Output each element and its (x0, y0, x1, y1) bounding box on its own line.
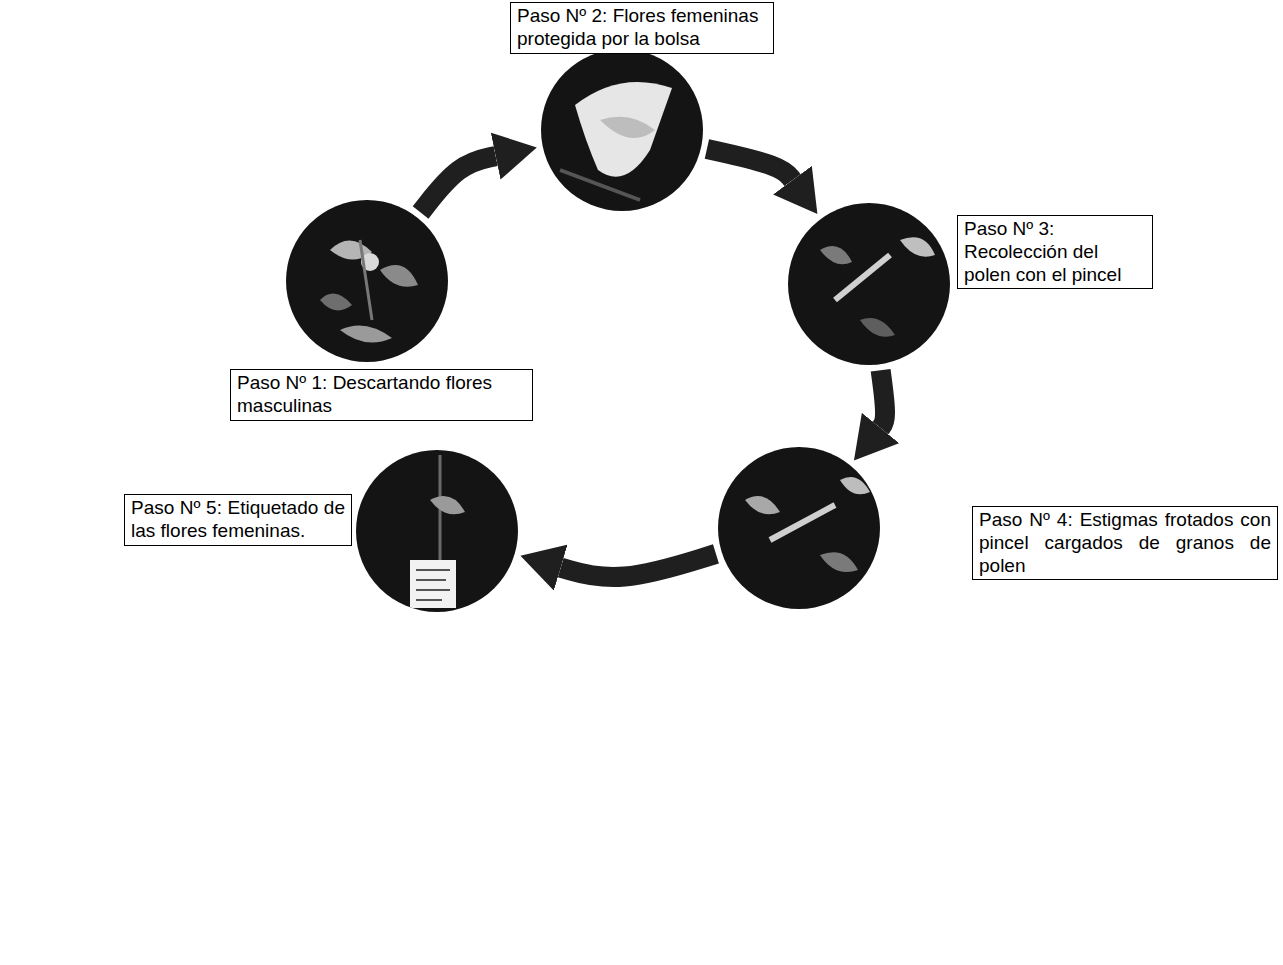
photo-step5 (356, 450, 518, 612)
photo-step: Paso Nº 4: Estigmas frotados con pincel … (718, 447, 880, 609)
photo-step1 (286, 200, 448, 362)
cycle-arrow (880, 370, 885, 428)
photo-step: Paso Nº 1: Descartando flores masculinas (286, 200, 448, 362)
cycle-arrow (707, 149, 793, 180)
photo-step: Paso Nº 5: Etiquetado de las flores feme… (356, 450, 518, 612)
photo-step3 (788, 203, 950, 365)
photo-step: Paso Nº 2: Flores femeninas protegida po… (541, 49, 703, 211)
cycle-arrow (421, 156, 496, 212)
step-label: Paso Nº 5: Etiquetado de las flores feme… (124, 494, 352, 546)
step-label: Paso Nº 1: Descartando flores masculinas (230, 369, 533, 421)
step-label: Paso Nº 3: Recolección del polen con el … (957, 215, 1153, 289)
photo-step2 (541, 49, 703, 211)
photo-step: Paso Nº 3: Recolección del polen con el … (788, 203, 950, 365)
cycle-arrow (561, 554, 716, 577)
step-label: Paso Nº 2: Flores femeninas protegida po… (510, 2, 774, 54)
step-label: Paso Nº 4: Estigmas frotados con pincel … (972, 506, 1278, 580)
photo-step4 (718, 447, 880, 609)
